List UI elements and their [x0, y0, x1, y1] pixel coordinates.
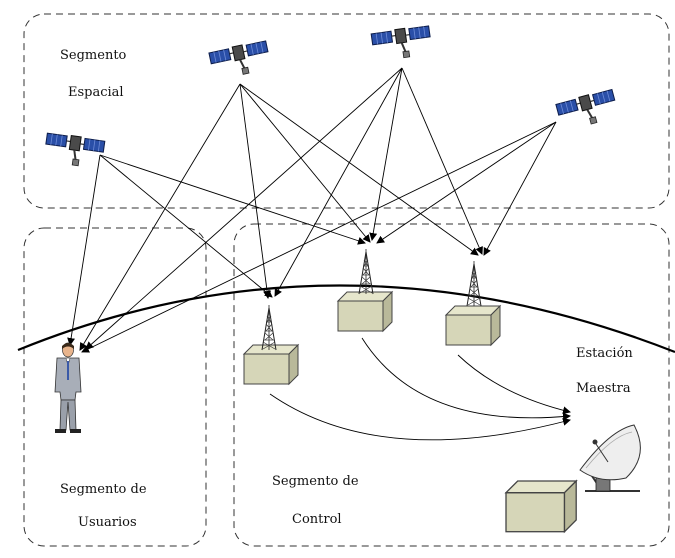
- space-segment-label-line1: Segmento: [60, 48, 127, 63]
- master-station-label-line1: Estación: [576, 346, 633, 361]
- signal-lines: [67, 67, 557, 353]
- control-links: [269, 337, 571, 441]
- space-segment-label-line2: Espacial: [68, 85, 124, 100]
- ground-station-box-icon: [445, 305, 501, 346]
- satellite-icon: [42, 131, 106, 170]
- ground-station-box-icon: [337, 291, 393, 332]
- user-segment-boundary: [23, 227, 207, 547]
- earth-horizon: [17, 284, 675, 354]
- control-segment-boundary: [233, 223, 670, 547]
- space-segment-boundary: [23, 13, 670, 209]
- control-segment-label-line2: Control: [292, 512, 342, 527]
- user-segment-label-line1: Segmento de: [60, 482, 147, 497]
- antenna-tower-icon: [466, 260, 482, 307]
- control-segment-label-line1: Segmento de: [272, 474, 359, 489]
- satellite-icon: [207, 38, 273, 82]
- satellite-dish-icon: [579, 424, 641, 492]
- person-icon: [54, 342, 82, 433]
- satellite-icon: [554, 87, 621, 133]
- master-station-label-line2: Maestra: [576, 381, 631, 396]
- antenna-tower-icon: [358, 248, 374, 295]
- ground-station-box-icon: [243, 344, 299, 385]
- ground-station-box-icon: [505, 480, 577, 533]
- satellite-icon: [370, 23, 434, 63]
- antenna-tower-icon: [261, 304, 277, 351]
- user-segment-label-line2: Usuarios: [78, 515, 137, 530]
